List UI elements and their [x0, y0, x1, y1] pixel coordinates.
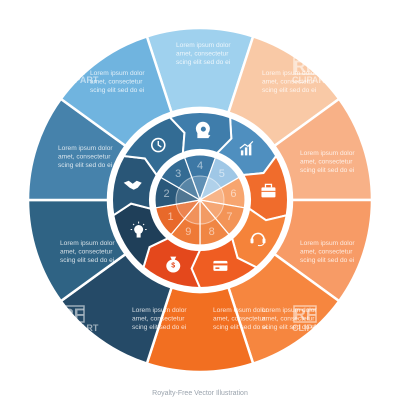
icon-layer: $: [123, 121, 276, 273]
handshake-icon: [123, 180, 142, 190]
segment-7-text-line-1: Lorem ipsum dolor: [132, 307, 187, 314]
center-number-5: 5: [219, 168, 225, 180]
watermark-sub: CLIPART: [60, 75, 99, 85]
segment-3-text-line-3: scing elit sed do ei: [300, 167, 355, 174]
watermark-sub: CLIPART: [60, 323, 99, 333]
segment-4-text-line-1: Lorem ipsum dolor: [300, 240, 355, 247]
bar-chart-icon: [239, 140, 254, 156]
segment-1-text-line-1: Lorem ipsum dolor: [176, 42, 231, 49]
segment-2-text-line-3: scing elit sed do ei: [262, 87, 317, 94]
segment-3-text-line-1: Lorem ipsum dolor: [300, 150, 355, 157]
headset-icon: [250, 232, 266, 247]
center-wedge-9: [160, 156, 202, 202]
segment-2-text-line-2: amet, consectetur: [262, 79, 315, 86]
segment-3-text-line-2: amet, consectetur: [300, 159, 353, 166]
segment-6-text-line-3: scing elit sed do ei: [213, 324, 268, 331]
credit-card-icon: [213, 260, 228, 271]
watermark-logo: RF: [62, 305, 85, 324]
watermark-logo: RF: [62, 57, 85, 76]
center-number-9: 9: [185, 226, 191, 238]
credit-text: Royalty-Free Vector Illustration: [152, 390, 248, 397]
center-number-6: 6: [230, 188, 236, 200]
center-number-8: 8: [209, 226, 215, 238]
segment-6-text-line-2: amet, consectetur: [213, 316, 266, 323]
center-number-1: 1: [167, 211, 173, 223]
watermark-sub: CLIPART: [292, 323, 331, 333]
outer-ring: [26, 26, 374, 374]
segment-1-text-line-2: amet, consectetur: [176, 51, 229, 58]
segment-4-text-line-2: amet, consectetur: [300, 249, 353, 256]
money-bag-icon: $: [166, 256, 181, 273]
center-number-2: 2: [163, 188, 169, 200]
segment-6-text-line-1: Lorem ipsum dolor: [213, 307, 268, 314]
center-disc: 4 56 78 91 23: [153, 153, 247, 247]
segment-10-text-line-3: scing elit sed do ei: [90, 87, 145, 94]
segment-9-text-line-3: scing elit sed do ei: [58, 162, 113, 169]
segment-5-text-line-3: scing elit sed do ei: [262, 324, 317, 331]
segment-7-text-line-3: scing elit sed do ei: [132, 324, 187, 331]
segment-8-text-line-2: amet, consectetur: [60, 249, 113, 256]
segment-9-text-line-1: Lorem ipsum dolor: [58, 145, 113, 152]
watermark-logo: RF: [294, 57, 317, 76]
segment-9-text-line-2: amet, consectetur: [58, 154, 111, 161]
center-number-3: 3: [175, 168, 181, 180]
briefcase-icon: [261, 183, 276, 198]
center-number-7: 7: [226, 211, 232, 223]
lightbulb-icon: [130, 221, 147, 238]
clock-icon: [150, 137, 166, 153]
watermark-logo: RF: [294, 305, 317, 324]
segment-7-text-line-2: amet, consectetur: [132, 316, 185, 323]
segment-8-text-line-3: scing elit sed do ei: [60, 257, 115, 264]
segment-10-text-line-1: Lorem ipsum dolor: [90, 70, 145, 77]
watermark-sub: CLIPART: [292, 75, 331, 85]
segment-8-text-line-1: Lorem ipsum dolor: [60, 240, 115, 247]
segment-2-text-line-1: Lorem ipsum dolor: [262, 70, 317, 77]
segment-4-text-line-3: scing elit sed do ei: [300, 257, 355, 264]
head-gears-icon: [195, 121, 211, 139]
svg-text:$: $: [171, 263, 175, 270]
segment-5-text-line-1: Lorem ipsum dolor: [262, 307, 317, 314]
center-number-4: 4: [197, 160, 203, 172]
segment-5-text-line-2: amet, consectetur: [262, 316, 315, 323]
segment-1-text-line-3: scing elit sed do ei: [176, 59, 231, 66]
segment-10-text-line-2: amet, consectetur: [90, 79, 143, 86]
